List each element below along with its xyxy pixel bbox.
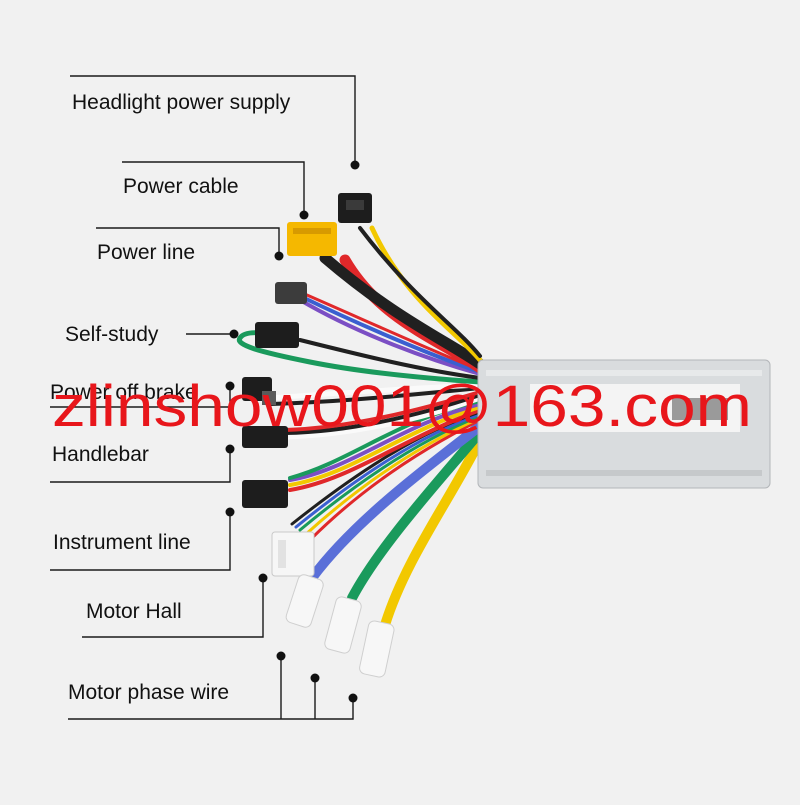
wire-upper-purple: [298, 298, 482, 376]
labels: Headlight power supply Power cable Power…: [50, 91, 291, 704]
label-self-study: Self-study: [65, 323, 159, 346]
connector-instrument: [242, 480, 288, 508]
label-motor-hall: Motor Hall: [86, 600, 182, 623]
label-motor-phase-wire: Motor phase wire: [68, 681, 229, 704]
leader-headlight: [70, 75, 360, 170]
leader-power-cable: [122, 161, 309, 220]
wire-headlight-black: [358, 226, 482, 358]
connector-phase-yellow: [359, 620, 395, 678]
leader-motor-phase: [68, 651, 358, 720]
wire-upper-blue: [298, 294, 482, 374]
wire-brake-white: [267, 382, 483, 401]
connector-power-cable: [287, 222, 337, 256]
wire-brake-black: [268, 386, 482, 406]
connector-small-gray: [275, 282, 307, 304]
connector-handlebar: [242, 426, 288, 448]
label-power-off-brake: Power off brake: [50, 381, 197, 404]
connector-headlight: [338, 193, 372, 223]
wire-handlebar-black: [283, 393, 482, 435]
wire-instrument-red: [288, 408, 482, 492]
label-handlebar: Handlebar: [52, 443, 149, 466]
wire-green-phase: [347, 427, 485, 603]
label-instrument-line: Instrument line: [53, 531, 191, 554]
wire-bundle: [236, 225, 486, 630]
label-headlight-power-supply: Headlight power supply: [72, 91, 291, 114]
label-power-cable: Power cable: [123, 175, 239, 198]
wire-yellow-phase: [380, 435, 485, 630]
wire-hall-red: [308, 418, 482, 542]
wire-headlight-yellow: [369, 225, 483, 363]
connector-self-study: [255, 322, 299, 348]
wire-instrument-yellow: [288, 405, 482, 487]
wire-hall-blue: [294, 412, 482, 529]
wire-hall-yellow: [303, 416, 482, 537]
connector-hall: [271, 531, 315, 577]
leader-handlebar: [50, 444, 235, 483]
wire-hall-green: [298, 414, 482, 532]
leader-lines: [50, 75, 360, 720]
wire-handlebar-white: [282, 395, 483, 440]
wire-power-black: [319, 252, 486, 370]
wire-handlebar-red: [283, 390, 482, 432]
leader-motor-hall: [82, 573, 268, 638]
leader-instrument-line: [50, 507, 235, 571]
wire-blue-phase: [307, 421, 485, 583]
leader-self-study: [186, 329, 239, 339]
watermark-text: zlinshow001@163.com: [52, 374, 752, 439]
connectors: [242, 193, 395, 678]
connector-phase-blue: [285, 574, 324, 628]
connector-phase-green: [324, 596, 362, 654]
wire-self-study-black: [298, 338, 482, 380]
leader-power-line: [96, 227, 284, 261]
leader-power-off-brake: [50, 381, 235, 408]
controller-box: [477, 359, 771, 489]
wire-self-study-loop: [236, 330, 483, 385]
label-power-line: Power line: [97, 241, 195, 264]
connector-brake: [242, 377, 276, 405]
wire-instrument-blue: [288, 402, 482, 482]
